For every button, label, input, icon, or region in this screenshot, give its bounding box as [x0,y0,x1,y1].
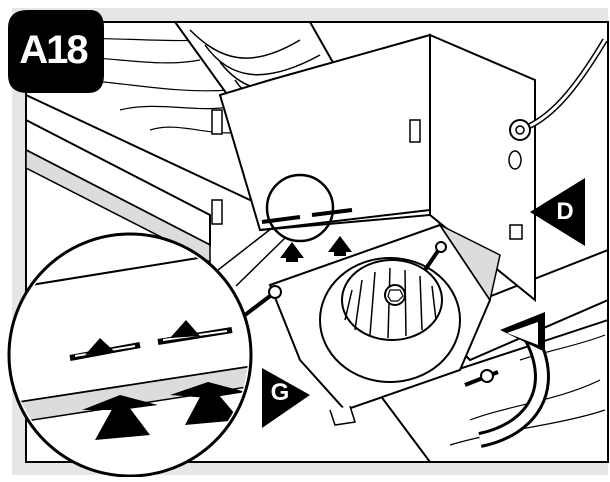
leader-line-2 [235,237,286,287]
electrical-cable [509,38,608,141]
rotate-arrow [478,312,550,448]
callout-g-label: G [270,379,290,406]
magnified-detail [7,232,253,478]
insert-arrows [280,236,352,262]
callout-d-label: D [556,198,574,225]
step-badge [8,10,104,93]
blower-assembly [243,223,501,426]
detail-marker-circle [265,173,335,243]
step-label: A18 [19,28,88,72]
callout-g-marker [262,368,310,428]
leader-line [217,227,273,271]
callout-d-marker [530,178,585,246]
ceiling-beam [26,118,608,462]
